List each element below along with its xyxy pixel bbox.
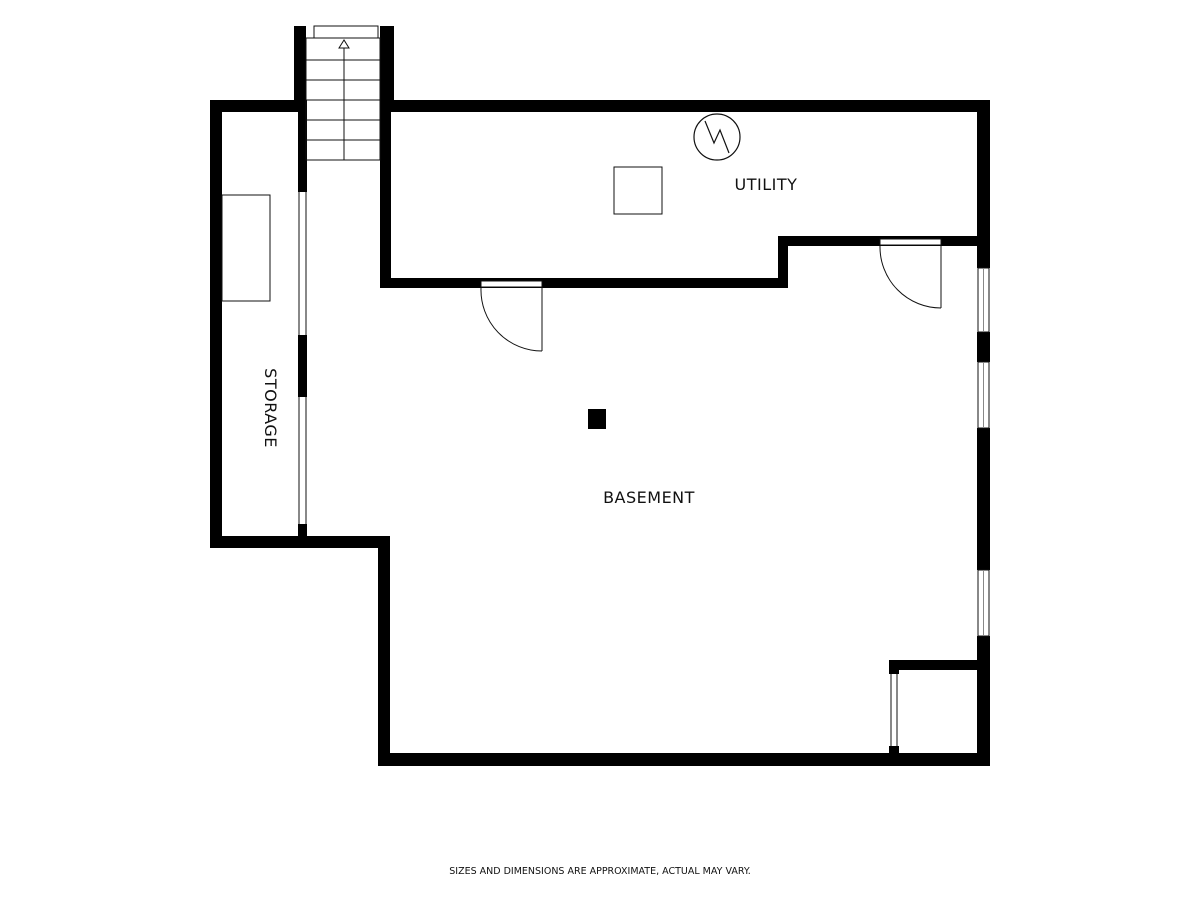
- wall-top: [380, 100, 990, 112]
- wall-right-a: [977, 100, 990, 268]
- walls: [210, 26, 990, 766]
- window-2: [977, 361, 990, 429]
- wall-partition-low: [298, 524, 307, 548]
- wall-utility-bottom: [380, 278, 788, 288]
- wall-stair-right: [380, 26, 394, 112]
- door-basement-right: [879, 238, 942, 309]
- wall-basement-left: [378, 536, 390, 766]
- windows: [977, 267, 990, 637]
- water-heater-icon: [693, 113, 741, 161]
- disclaimer-text: SIZES AND DIMENSIONS ARE APPROXIMATE, AC…: [449, 866, 750, 877]
- window-3: [977, 569, 990, 637]
- wall-partition-mid: [298, 335, 307, 397]
- wall-bottom: [378, 753, 990, 766]
- wall-right-b: [977, 332, 990, 362]
- stair-direction-arrow-icon: [338, 39, 350, 49]
- support-column-icon: [588, 409, 606, 429]
- wall-right-c: [977, 428, 990, 570]
- wall-closet-left-a: [889, 660, 899, 674]
- wall-storage-left: [210, 100, 222, 548]
- wall-closet-top: [889, 660, 990, 670]
- wall-utility-left: [380, 100, 391, 288]
- room-label-basement: BASEMENT: [603, 488, 695, 507]
- room-label-utility: UTILITY: [735, 175, 798, 194]
- wall-utility-step: [778, 236, 788, 288]
- wall-stair-left: [294, 26, 306, 112]
- utility-fixture-box: [613, 166, 663, 215]
- openings: [298, 192, 898, 746]
- storage-shelf: [221, 194, 271, 302]
- wall-right-d: [977, 636, 990, 766]
- wall-closet-left-b: [889, 746, 899, 766]
- wall-partition-top: [298, 112, 307, 192]
- stairs: [305, 25, 381, 161]
- window-1: [977, 267, 990, 333]
- wall-storage-top: [210, 100, 307, 112]
- room-label-storage: STORAGE: [261, 368, 280, 448]
- door-utility: [480, 280, 543, 352]
